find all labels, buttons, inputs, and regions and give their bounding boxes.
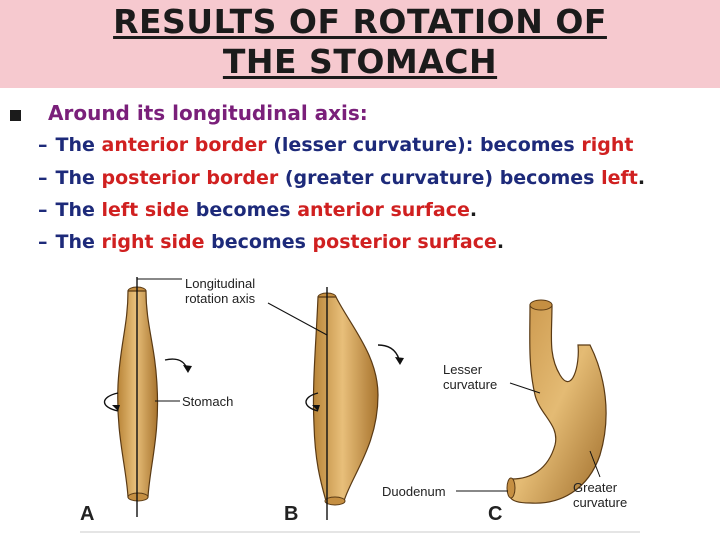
text-highlight: left xyxy=(601,167,638,189)
text-highlight: right side xyxy=(101,231,205,253)
panel-label-b: B xyxy=(284,503,299,525)
title-line-1: RESULTS OF ROTATION OF xyxy=(113,2,607,41)
stomach-rotation-figure: Longitudinal rotation axis Stomach Lesse… xyxy=(0,265,720,540)
panel-b-stomach xyxy=(267,287,404,520)
panel-c-stomach xyxy=(456,299,607,504)
text-highlight: left side xyxy=(101,199,190,221)
dash: – xyxy=(38,134,48,156)
sub-bullet-4: –The right side becomes posterior surfac… xyxy=(38,231,504,253)
title-band xyxy=(0,0,720,88)
bullet-heading: Around its longitudinal axis: xyxy=(48,101,368,125)
slide-title: RESULTS OF ROTATION OF THE STOMACH xyxy=(0,2,720,82)
text-plain: (lesser curvature): becomes xyxy=(266,134,582,156)
panel-label-a: A xyxy=(80,503,95,525)
dash: – xyxy=(38,231,48,253)
greater-label-line-2: curvature xyxy=(573,495,628,510)
text-highlight: posterior border xyxy=(101,167,279,189)
title-line-2: THE STOMACH xyxy=(222,42,498,81)
sub-bullet-3: –The left side becomes anterior surface. xyxy=(38,199,477,221)
text-highlight: anterior border xyxy=(101,134,267,156)
dash: – xyxy=(38,199,48,221)
stomach-label: Stomach xyxy=(182,394,234,409)
bullet-square-icon xyxy=(10,110,21,121)
figure-illustration xyxy=(80,277,640,533)
panel-a-stomach xyxy=(103,277,192,517)
sub-bullet-2: –The posterior border (greater curvature… xyxy=(38,167,645,189)
text-plain: The xyxy=(55,231,102,253)
lesser-curvature-label: Lesser curvature xyxy=(443,362,497,392)
panel-label-c: C xyxy=(488,503,503,525)
greater-label-line-1: Greater xyxy=(573,480,618,495)
duodenum-label: Duodenum xyxy=(382,484,446,499)
lesser-label-line-2: curvature xyxy=(443,377,498,392)
text-plain: becomes xyxy=(204,231,313,253)
dash: – xyxy=(38,167,48,189)
greater-curvature-label: Greater curvature xyxy=(573,480,627,510)
axis-label: Longitudinal rotation axis xyxy=(185,276,255,306)
text-highlight: anterior surface xyxy=(297,199,470,221)
lesser-label-line-1: Lesser xyxy=(443,362,483,377)
text-plain: . xyxy=(469,199,478,221)
sub-bullet-1: –The anterior border (lesser curvature):… xyxy=(38,134,633,156)
text-plain: . xyxy=(637,167,646,189)
text-highlight: posterior surface xyxy=(312,231,497,253)
text-plain: . xyxy=(496,231,505,253)
text-plain: (greater curvature) becomes xyxy=(278,167,602,189)
text-plain: The xyxy=(55,167,102,189)
text-plain: becomes xyxy=(189,199,298,221)
axis-label-line-1: Longitudinal xyxy=(185,276,256,291)
text-highlight: right xyxy=(581,134,634,156)
axis-label-line-2: rotation axis xyxy=(185,291,256,306)
text-plain: The xyxy=(55,199,102,221)
text-plain: The xyxy=(55,134,102,156)
